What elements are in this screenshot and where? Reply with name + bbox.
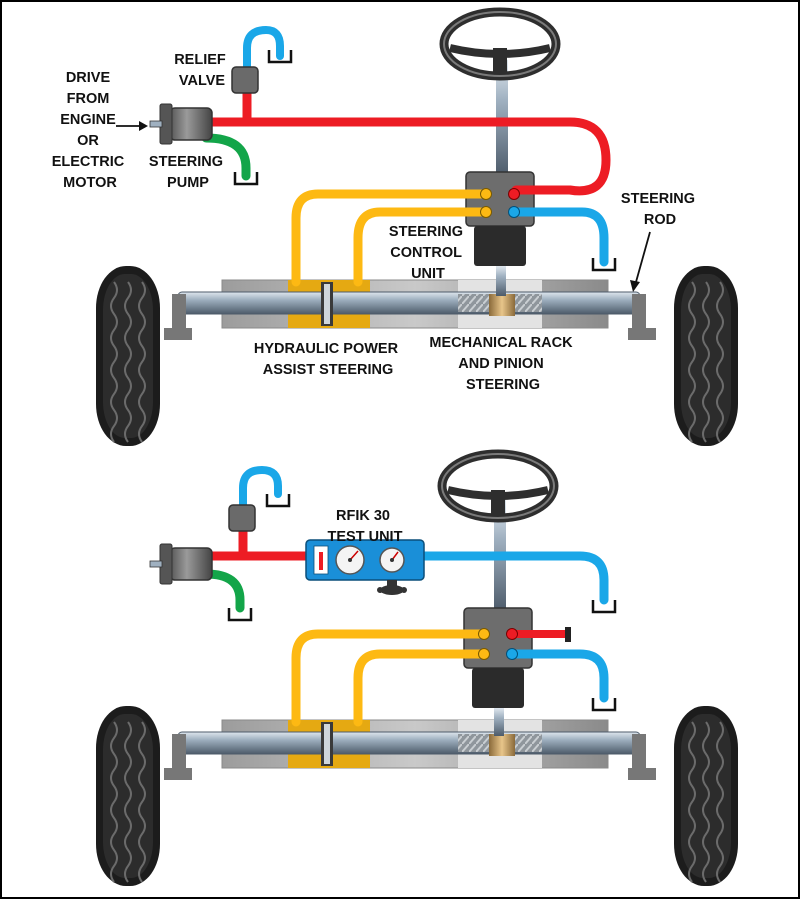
top-diagram: DRIVE FROM ENGINE OR ELECTRIC MOTOR RELI… [52,12,739,447]
hydraulic-power-assist-label: HYDRAULIC POWER ASSIST STEERING [254,341,402,378]
ports [480,188,520,218]
rfik-test-unit-label: RFIK 30 TEST UNIT [328,508,403,545]
tire-icon [95,705,161,887]
tire-icon [95,265,161,447]
mechanical-rack-label: MECHANICAL RACK AND PINION STEERING [429,335,576,393]
valve-icon [228,504,256,532]
steering-control-unit-label: STEERING CONTROL UNIT [389,224,467,282]
valve-icon [231,66,259,94]
pump-icon [149,543,213,585]
valve-knob-icon [377,580,407,595]
gauge-icon [379,547,405,573]
pinion [489,734,515,756]
rfik-test-unit [305,539,425,595]
ports [478,628,518,660]
steering-rod [177,731,641,755]
drive-from-label: DRIVE FROM ENGINE OR ELECTRIC MOTOR [52,70,129,191]
steering-rod-label: STEERING ROD [621,191,699,228]
steering-wheel-icon [444,12,556,76]
arrow-icon [630,231,651,292]
tire-icon [673,705,739,887]
steering-rod [177,291,641,315]
tire-icon [673,265,739,447]
steering-pump-label: STEERING PUMP [149,154,227,191]
steering-control-unit [463,607,533,736]
steering-wheel-icon [442,454,554,518]
gauge-icon [335,545,365,575]
bottom-diagram: RFIK 30 TEST UNIT [95,454,739,887]
pump-icon [149,103,213,145]
plug-cap [565,627,571,642]
arrow-icon [116,121,148,131]
relief-valve-label: RELIEF VALVE [174,52,230,89]
hydraulic-lines [201,466,609,727]
hydraulic-lines [201,26,611,287]
pinion [489,294,515,316]
